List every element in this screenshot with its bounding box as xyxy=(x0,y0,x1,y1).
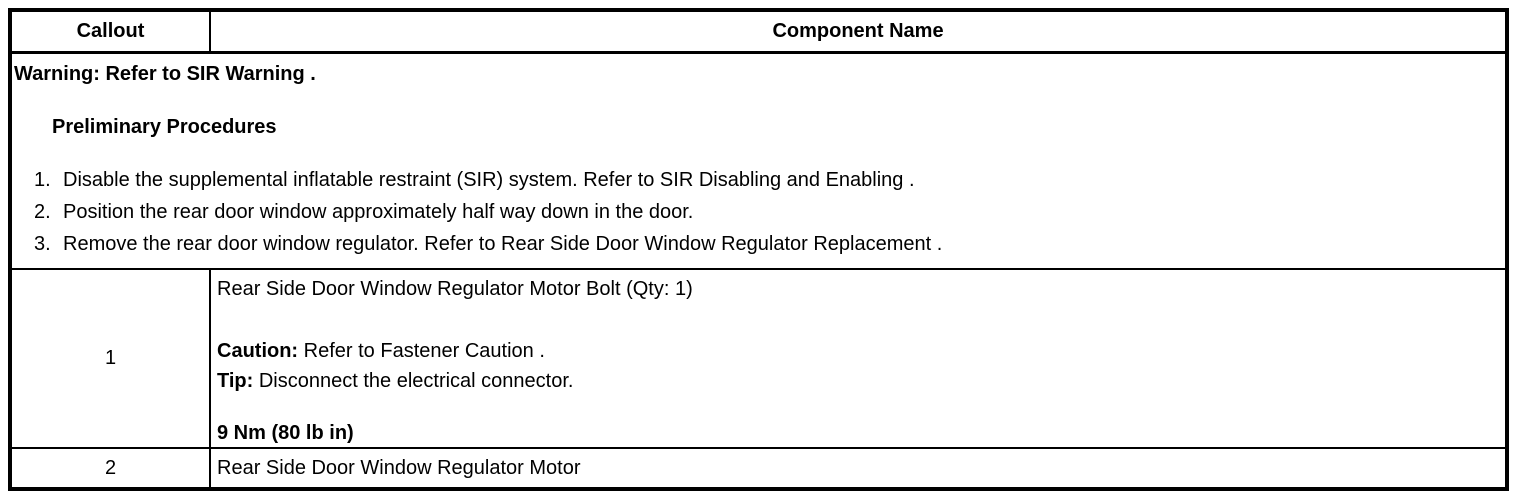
component-header-label: Component Name xyxy=(772,20,944,42)
component-callout-table: Callout Component Name Warning: Refer to… xyxy=(8,8,1509,491)
callout-number-cell: 2 xyxy=(12,449,211,487)
table-row: 2 Rear Side Door Window Regulator Motor xyxy=(12,449,1505,487)
blank-line xyxy=(217,396,1505,418)
caution-label: Caution: xyxy=(217,340,299,362)
step-text: Remove the rear door window regulator. R… xyxy=(63,233,943,255)
callout-header-label: Callout xyxy=(76,20,145,42)
sir-warning-text: Warning: Refer to SIR Warning . xyxy=(14,63,316,85)
component-detail-cell: Rear Side Door Window Regulator Motor Bo… xyxy=(211,270,1505,447)
list-item: 3. Remove the rear door window regulator… xyxy=(12,228,1505,260)
list-item: 1. Disable the supplemental inflatable r… xyxy=(12,164,1505,196)
tip-line: Tip: Disconnect the electrical connector… xyxy=(217,366,1505,396)
table-row: 1 Rear Side Door Window Regulator Motor … xyxy=(12,270,1505,449)
component-name: Rear Side Door Window Regulator Motor Bo… xyxy=(217,278,693,300)
preliminary-steps-list: 1. Disable the supplemental inflatable r… xyxy=(12,164,1505,260)
step-number: 1. xyxy=(34,169,51,191)
warning-procedures-row: Warning: Refer to SIR Warning . Prelimin… xyxy=(12,54,1505,270)
callout-number-cell: 1 xyxy=(12,270,211,447)
tip-text: Disconnect the electrical connector. xyxy=(253,370,574,392)
caution-line: Caution: Refer to Fastener Caution . xyxy=(217,336,1505,366)
component-name: Rear Side Door Window Regulator Motor xyxy=(217,456,581,479)
table-header-row: Callout Component Name xyxy=(12,12,1505,54)
preliminary-procedures-title: Preliminary Procedures xyxy=(52,116,277,138)
blank-line xyxy=(217,304,1505,336)
callout-header-cell: Callout xyxy=(12,12,211,51)
caution-text: Refer to Fastener Caution . xyxy=(298,340,545,362)
callout-number: 1 xyxy=(104,347,117,369)
step-text: Position the rear door window approximat… xyxy=(63,201,694,223)
step-number: 3. xyxy=(34,233,51,255)
list-item: 2. Position the rear door window approxi… xyxy=(12,196,1505,228)
torque-spec: 9 Nm (80 lb in) xyxy=(217,422,354,444)
step-number: 2. xyxy=(34,201,51,223)
step-text: Disable the supplemental inflatable rest… xyxy=(63,169,915,191)
callout-number: 2 xyxy=(104,456,117,479)
tip-label: Tip: xyxy=(217,370,254,392)
component-header-cell: Component Name xyxy=(211,12,1505,51)
component-detail-cell: Rear Side Door Window Regulator Motor xyxy=(211,449,1505,487)
